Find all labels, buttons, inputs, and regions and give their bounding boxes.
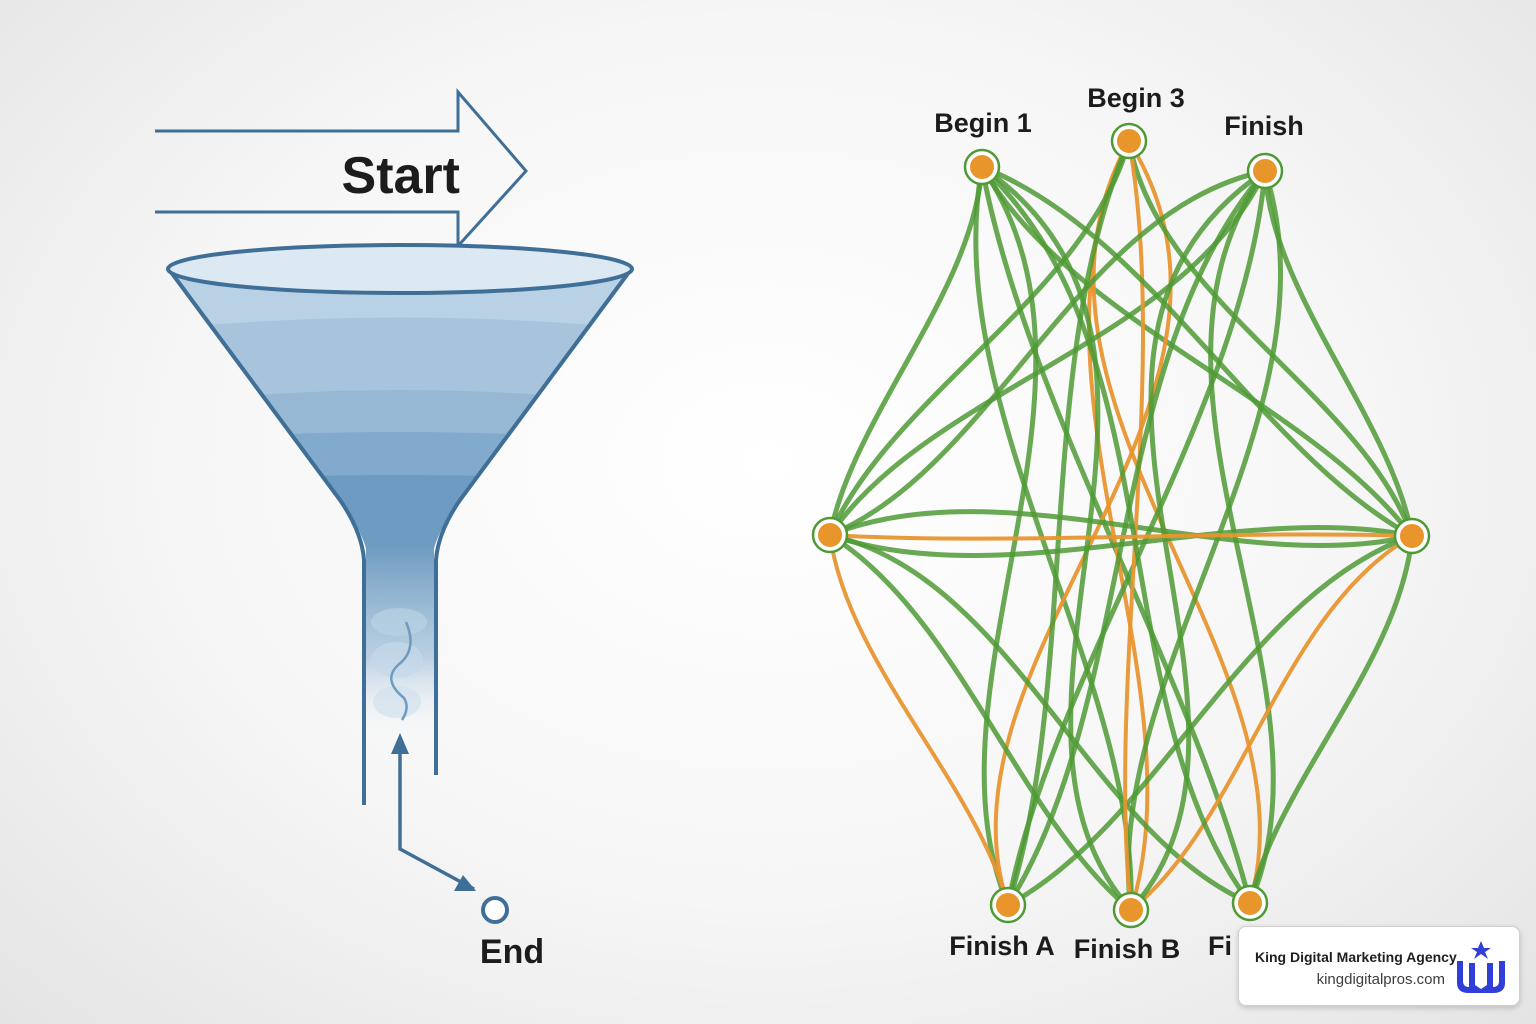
network-node-ring (811, 516, 849, 554)
network-node-ring (1246, 152, 1284, 190)
end-arrow (398, 742, 475, 891)
network-edges (827, 138, 1415, 913)
network-edge (1005, 138, 1132, 908)
brand-url[interactable]: kingdigitalpros.com (1316, 971, 1445, 988)
network-edge (827, 138, 1132, 538)
network-edge (827, 532, 1134, 913)
network-node-ring (963, 148, 1001, 186)
network-edge (828, 533, 1010, 907)
top-label-begin-3: Begin 3 (1087, 83, 1185, 113)
network-edge (979, 164, 1415, 539)
brand-badge[interactable]: King Digital Marketing Agency kingdigita… (1238, 926, 1520, 1006)
network-edge (1247, 533, 1415, 906)
network-node-ring (1112, 891, 1150, 929)
network-edge (827, 164, 985, 538)
network-edge (1262, 168, 1415, 539)
network-edge (828, 532, 1414, 541)
network-edge (1005, 168, 1268, 908)
end-node (481, 896, 509, 924)
network-edge (827, 509, 1415, 549)
network-node-b3 (1113, 125, 1145, 157)
funnel-cone (168, 268, 632, 548)
network-node-fin (1249, 155, 1281, 187)
funnel-outline (166, 266, 634, 805)
network-node-fb (1115, 894, 1147, 926)
network-edge (1126, 138, 1415, 539)
network-node-L (814, 519, 846, 551)
brand-name: King Digital Marketing Agency (1255, 949, 1457, 965)
network-edge (827, 532, 1253, 906)
network-edge (979, 164, 1039, 908)
network-nodes (811, 122, 1431, 929)
bottom-label-finish-a: Finish A (949, 931, 1055, 961)
network-edge (993, 139, 1173, 907)
bottom-label-finish-b: Finish B (1074, 934, 1181, 964)
network-edge (1123, 139, 1145, 912)
crown-logo-icon (1457, 941, 1505, 993)
top-label-finish: Finish (1224, 111, 1304, 141)
top-label-begin-1: Begin 1 (934, 108, 1032, 138)
network-node-b1 (966, 151, 998, 183)
funnel-rim (166, 243, 634, 295)
funnel-diagram: Start End (155, 87, 634, 971)
start-label: Start (342, 147, 460, 205)
network-edge (979, 164, 1415, 539)
network-node-R (1396, 520, 1428, 552)
network-diagram: Begin 1 Begin 3 Finish Finish A Finish B… (811, 83, 1431, 964)
network-node-ring (1231, 884, 1269, 922)
end-label: End (480, 933, 544, 971)
bottom-label-finish-c: Fi (1208, 931, 1232, 961)
network-node-ring (989, 886, 1027, 924)
network-edge (1129, 534, 1414, 912)
network-edge (979, 164, 1253, 906)
start-arrow (155, 87, 529, 250)
network-node-ring (1393, 517, 1431, 555)
network-edge (1005, 533, 1415, 908)
network-node-fc (1234, 887, 1266, 919)
network-edge (1125, 168, 1283, 913)
network-node-fa (992, 889, 1024, 921)
network-edge (827, 168, 1268, 538)
network-edge (827, 168, 1268, 538)
network-edge (979, 164, 1134, 913)
network-node-ring (1110, 122, 1148, 160)
